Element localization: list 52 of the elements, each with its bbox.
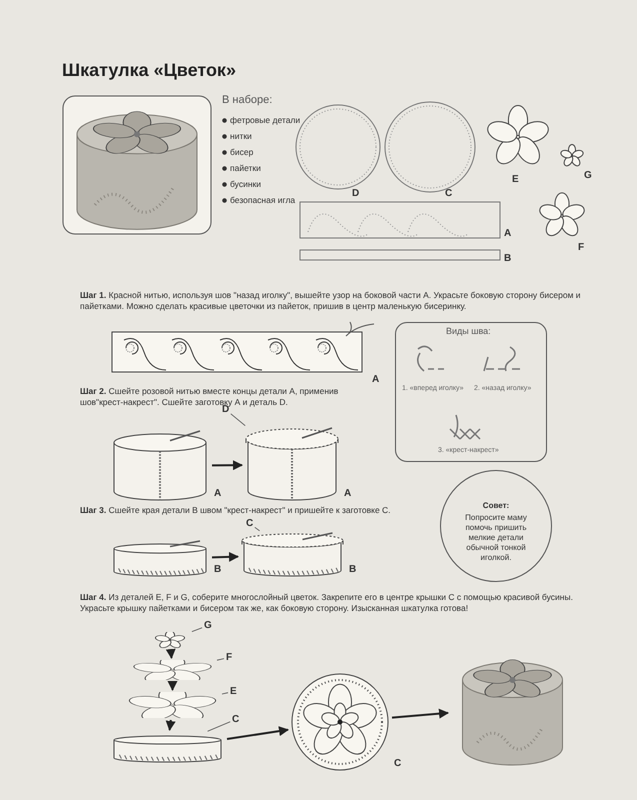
leader-line	[222, 692, 228, 694]
list-item: пайетки	[222, 163, 261, 174]
list-item: бисер	[222, 147, 254, 158]
part-letter: A	[344, 488, 352, 499]
list-item: бусинки	[222, 179, 261, 190]
panel-heading: Совет:	[482, 501, 510, 511]
tip-circle	[440, 470, 552, 582]
leader-line	[216, 658, 224, 661]
list-heading: В наборе:	[222, 95, 272, 106]
decorated-lid-drawing	[290, 672, 390, 772]
list-item: фетровые детали	[222, 115, 300, 126]
part-letter: B	[214, 564, 222, 575]
part-letter: C	[445, 188, 452, 199]
list-item: нитки	[222, 131, 252, 142]
arrow	[168, 681, 178, 691]
arrow	[212, 552, 239, 562]
part-letter: A	[214, 488, 222, 499]
instruction-text: Шаг 2. Сшейте розовой нитью вместе концы детали А, применив шов"крест-накрест". Сшейте заготовку А и деталь D.	[80, 386, 340, 407]
arrow	[166, 720, 176, 731]
instruction-text: Шаг 4. Из деталей E, F и G, соберите многослойный цветок. Закрепите его в центре крышки С с помощью красивой бусины. Украсьте крышку пайетками и бисером так же, как боковую сторону. Изысканная шкатулка готова!	[80, 592, 574, 614]
part-letter: C	[246, 518, 254, 529]
part-letter: E	[230, 686, 237, 697]
arrow	[226, 726, 289, 740]
panel-heading: Виды шва:	[446, 326, 491, 336]
stitch-types-panel	[395, 322, 547, 462]
part-letter: F	[226, 652, 232, 663]
arrow	[392, 708, 449, 719]
arrow	[166, 648, 176, 659]
instruction-text: Шаг 3. Сшейте края детали В швом "крест-накрест" и пришейте к заготовке С.	[80, 505, 392, 516]
arrow	[212, 460, 243, 470]
part-letter: G	[204, 620, 212, 631]
felt-box-picture	[62, 95, 212, 235]
cylinder-with-lid-drawing	[244, 427, 340, 502]
ring-with-lid-drawing	[240, 532, 345, 578]
part-letter: B	[504, 253, 512, 264]
part-letter: G	[584, 170, 592, 181]
leader-line	[254, 526, 260, 532]
part-letter: E	[512, 174, 519, 185]
part-letter: C	[232, 714, 240, 725]
part-letter: C	[394, 758, 402, 769]
tip-text: Попросите маму помочь пришить мелкие детали обычной тонкой иголкой.	[464, 513, 528, 563]
part-letter: A	[504, 228, 512, 239]
leader-line	[207, 721, 231, 732]
part-letter: B	[349, 564, 356, 575]
list-item: безопасная игла	[222, 195, 296, 206]
instruction-text: Шаг 1. Красной нитью, используя шов "назад иголку", вышейте узор на боковой части А. Украсьте боковую сторону бисером и пайетками. Можно сделать красивые цветочки из пайеток, пришив в центр маленькую бисеринку.	[80, 290, 582, 312]
leader-line	[230, 413, 246, 426]
part-letter: F	[578, 242, 584, 253]
part-letter: D	[352, 188, 360, 199]
part-letter: A	[372, 374, 380, 385]
title: Шкатулка «Цветок»	[62, 60, 236, 81]
leader-line	[192, 627, 202, 632]
